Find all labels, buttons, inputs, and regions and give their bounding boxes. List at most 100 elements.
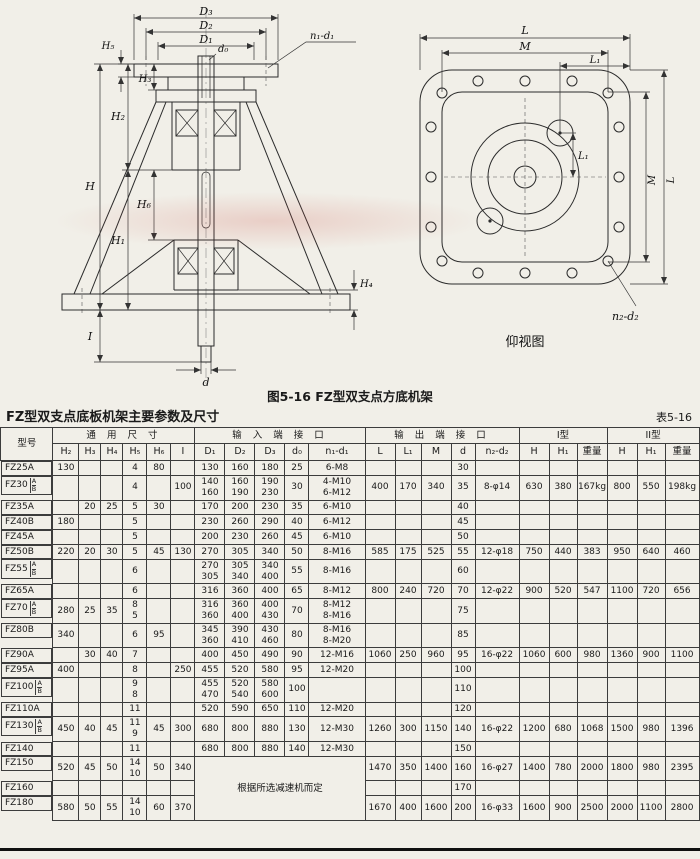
param-cell: [100, 701, 124, 718]
param-cell: 800: [224, 716, 256, 743]
param-cell: 90: [284, 647, 310, 664]
param-cell: [394, 662, 422, 679]
param-cell: [420, 499, 452, 516]
param-cell: [170, 598, 196, 624]
param-cell: 70: [284, 598, 310, 624]
param-cell: 180: [254, 459, 286, 477]
param-cell: [606, 499, 638, 516]
param-cell: [52, 701, 80, 718]
bottom-view-title: 仰视图: [505, 335, 544, 350]
param-cell: [52, 741, 80, 757]
column-header-cell: 重量: [664, 443, 700, 461]
param-cell: [52, 677, 80, 703]
param-cell: 6: [122, 622, 148, 649]
dim-h-label: H: [84, 180, 95, 193]
dim-h5-label: H₅: [101, 41, 115, 52]
column-header-cell: M: [420, 443, 452, 461]
param-cell: 25: [78, 598, 102, 624]
param-cell: [52, 647, 80, 664]
param-cell: 1100: [606, 583, 638, 600]
param-cell: [576, 598, 608, 624]
param-cell: [146, 677, 172, 703]
param-cell: 2500: [576, 795, 608, 821]
param-cell: [146, 475, 172, 501]
param-cell: 5: [122, 544, 148, 560]
param-cell: 65: [284, 583, 310, 600]
param-cell: 70: [450, 583, 476, 600]
param-cell: [548, 741, 578, 757]
column-header-cell: 重量: [576, 443, 608, 461]
group-header-cell: 型号: [0, 427, 54, 461]
group-header-cell: I型: [518, 426, 608, 445]
param-cell: 1100: [636, 795, 666, 821]
dim-h6-label: H₆: [136, 198, 152, 211]
height-dimensions: H H₂ H₁ H₃ H₆ I H₅: [62, 41, 201, 363]
column-header-cell: L: [364, 443, 396, 461]
param-cell: 340: [254, 544, 286, 560]
param-cell: 1100: [664, 647, 700, 664]
param-cell: 35: [100, 598, 124, 624]
bottom-view-drawing: L M L₁ L₁ M L n₂-d₂: [419, 24, 677, 350]
param-cell: [576, 677, 608, 703]
param-cell: 400: [364, 475, 396, 501]
param-cell: [100, 622, 124, 649]
column-header-cell: H₂: [52, 443, 80, 461]
base-plate-outline: [419, 69, 631, 285]
param-cell: 12-φ22: [474, 583, 520, 600]
param-cell: [636, 701, 666, 718]
model-cell: FZ140: [0, 741, 53, 757]
param-cell: [100, 677, 124, 703]
param-cell: [420, 662, 452, 679]
param-cell: 880: [254, 716, 286, 743]
param-cell: 95: [284, 662, 310, 679]
param-cell: 12-M20: [308, 662, 366, 679]
param-cell: [664, 529, 700, 546]
param-cell: 110: [450, 677, 476, 703]
param-cell: [576, 459, 608, 477]
param-cell: 400: [254, 583, 286, 600]
param-cell: [518, 677, 550, 703]
param-cell: 800: [224, 741, 256, 757]
param-cell: [146, 583, 172, 600]
param-cell: 45: [450, 514, 476, 531]
param-cell: 305: [224, 544, 256, 560]
param-cell: 8-M16: [308, 558, 366, 585]
param-cell: [394, 459, 422, 477]
param-cell: 16-φ33: [474, 795, 520, 821]
figure-caption: 图5-16 FZ型双支点方底机架: [267, 389, 433, 404]
param-cell: [606, 677, 638, 703]
param-cell: [636, 529, 666, 546]
param-cell: 980: [576, 647, 608, 664]
param-cell: [664, 677, 700, 703]
param-cell: [636, 459, 666, 477]
param-cell: [664, 514, 700, 531]
param-cell: 50: [284, 544, 310, 560]
param-cell: 2000: [576, 755, 608, 782]
param-cell: [576, 558, 608, 585]
dim-n2d2-label: n₂-d₂: [612, 310, 639, 323]
frame-body: [61, 56, 351, 316]
param-cell: 16-φ22: [474, 716, 520, 743]
param-cell: 180: [52, 514, 80, 531]
param-cell: [420, 677, 452, 703]
param-cell: 1060: [364, 647, 396, 664]
param-cell: [394, 499, 422, 516]
param-cell: [518, 459, 550, 477]
param-cell: [364, 558, 396, 585]
param-cell: 300: [394, 716, 422, 743]
param-cell: 460: [664, 544, 700, 560]
param-cell: 40: [100, 647, 124, 664]
